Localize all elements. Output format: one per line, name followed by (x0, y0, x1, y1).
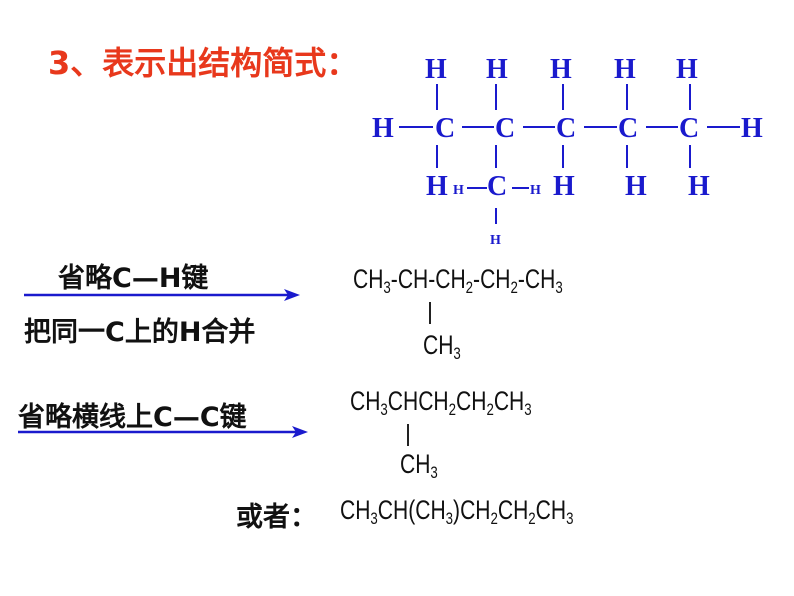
atom-c: C (679, 113, 699, 144)
formula-part: CH2 (435, 264, 474, 297)
formula2-branch-bond (407, 424, 409, 446)
bottom-hydrogens: H H H H (426, 171, 710, 202)
atom-c: C (435, 113, 455, 144)
formula-condensed-1: CH3-CH-CH2-CH2-CH3 (353, 264, 563, 297)
atom-c: C (556, 113, 576, 144)
atom-h: H (426, 171, 448, 202)
step1-label-above: 省略C—H键 (58, 263, 209, 294)
step1-arrow (24, 289, 300, 301)
formula3-prefix: 或者： (236, 502, 317, 533)
atom-c: C (495, 113, 515, 144)
formula-part: CH3 (524, 264, 563, 297)
formula-part: CH3 (353, 264, 391, 297)
atom-h: H (550, 54, 572, 85)
atom-h-small: H (530, 183, 541, 198)
main-chain-atoms: H C C C C C H (372, 113, 763, 144)
atom-h: H (688, 171, 710, 202)
bond-lines (399, 84, 740, 224)
page-title: 3、表示出结构简式： (48, 44, 359, 82)
atom-h-small: H (490, 233, 501, 248)
formula-part: -CH- (390, 264, 436, 294)
atom-h: H (676, 54, 698, 85)
atom-h-small: H (453, 183, 464, 198)
atom-h: H (553, 171, 575, 202)
formula1-branch-bond (429, 302, 431, 324)
formula-part: CH2 (480, 264, 518, 297)
atom-c: C (487, 171, 507, 202)
atom-c: C (618, 113, 638, 144)
formula2-branch: CH3 (400, 449, 438, 482)
top-hydrogens: H H H H H (425, 54, 698, 85)
step2-arrow (18, 426, 308, 438)
atom-h: H (425, 54, 447, 85)
atom-h: H (625, 171, 647, 202)
atom-h: H (614, 54, 636, 85)
formula-condensed-3: CH3CH(CH3)CH2CH2CH3 (340, 495, 574, 528)
step1-label-below: 把同一C上的H合并 (24, 317, 256, 348)
structural-formula-diagram: H H H H H H C C C C C H H H H H C H H H (372, 54, 763, 248)
methyl-branch: C H H H (453, 171, 541, 248)
formula1-branch: CH3 (423, 330, 461, 363)
step2-label-above: 省略横线上C—C键 (18, 402, 247, 433)
atom-h: H (486, 54, 508, 85)
formula-condensed-2: CH3CHCH2CH2CH3 (350, 386, 532, 419)
atom-h: H (372, 113, 394, 144)
atom-h: H (741, 113, 763, 144)
